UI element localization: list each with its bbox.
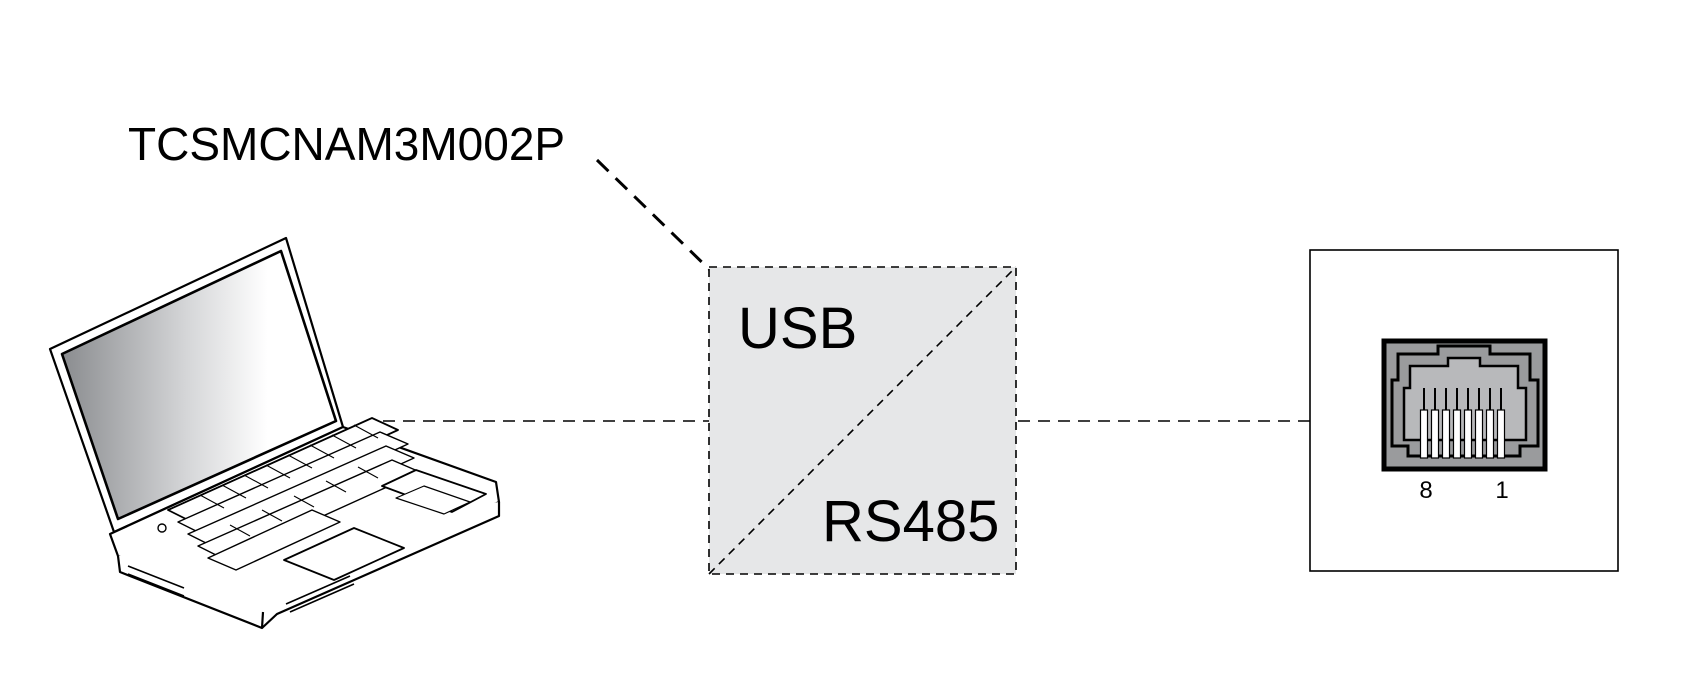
rj45-pin-contact [1496, 409, 1506, 459]
rj45-pin-contact [1441, 409, 1451, 459]
converter-divider [708, 266, 1017, 575]
rj45-port-icon [1381, 338, 1548, 472]
rj45-pin-contact [1485, 409, 1495, 459]
rj45-pin-contact [1430, 409, 1440, 459]
pin-8-label: 8 [1419, 477, 1432, 504]
laptop-icon [48, 236, 501, 630]
rj45-pin-contact [1452, 409, 1462, 459]
rj45-pin-contact [1419, 409, 1429, 459]
converter-usb-label: USB [738, 296, 857, 361]
rj45-pins [1419, 388, 1506, 459]
label-leader-line [595, 158, 714, 274]
pin-1-label: 1 [1495, 477, 1508, 504]
rj45-pin-contact [1474, 409, 1484, 459]
cable-part-number: TCSMCNAM3M002P [128, 118, 565, 170]
usb-rs485-converter: USB RS485 [708, 266, 1017, 575]
converter-rs485-label: RS485 [822, 489, 999, 554]
rj45-pin-contact [1463, 409, 1473, 459]
rj45-port-panel: 8 1 [1309, 249, 1619, 572]
